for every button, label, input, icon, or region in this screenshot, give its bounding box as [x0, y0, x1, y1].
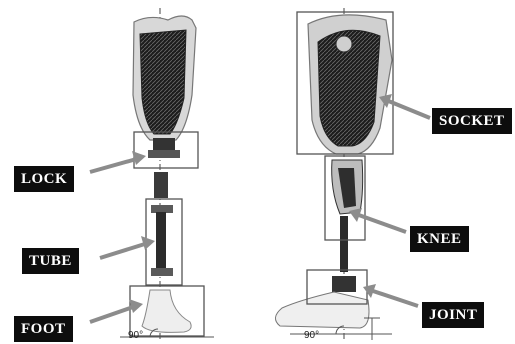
left-lock-part [153, 138, 175, 152]
right-pylon [340, 216, 348, 272]
right-socket-valve [336, 36, 352, 52]
knee-label: KNEE [410, 226, 469, 252]
socket-arrow [379, 94, 430, 118]
tube-arrow [100, 236, 155, 258]
socket-label: SOCKET [432, 108, 512, 134]
lock-arrow [90, 151, 146, 172]
knee-arrow [349, 208, 406, 232]
right-angle-label: 90° [304, 330, 319, 341]
foot-label: FOOT [14, 316, 73, 342]
left-upper-adapter [154, 172, 168, 198]
left-angle-label: 90° [128, 330, 143, 341]
left-tube-clamp-top [151, 205, 173, 213]
left-prosthesis [120, 8, 214, 340]
joint-arrow [363, 284, 418, 306]
left-lock-collar [148, 150, 180, 158]
right-ankle-joint [332, 276, 356, 292]
joint-label: JOINT [422, 302, 484, 328]
left-tube-pylon [156, 212, 166, 270]
tube-label: TUBE [22, 248, 79, 274]
right-foot-shape [275, 292, 369, 328]
lock-label: LOCK [14, 166, 74, 192]
left-foot-shape [142, 290, 191, 332]
left-tube-clamp-bottom [151, 268, 173, 276]
foot-arrow [90, 299, 143, 322]
